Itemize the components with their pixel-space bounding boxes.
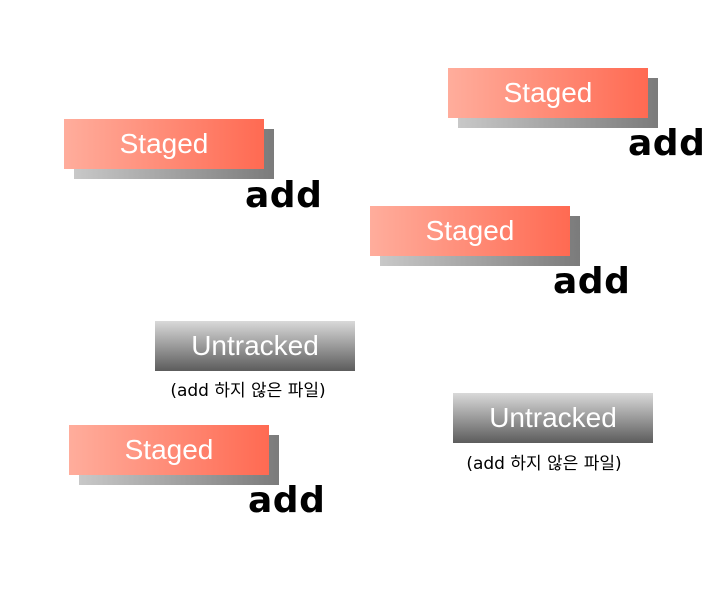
add-label: add (628, 123, 706, 164)
staged-label: Staged (503, 77, 593, 108)
staged-label: Staged (124, 434, 214, 465)
staged-node: Staged (64, 119, 274, 179)
staged-node: Staged (370, 206, 580, 266)
staged-node: Staged (69, 425, 279, 485)
staged-node: Staged (448, 68, 658, 128)
staged-box: Staged (69, 425, 269, 475)
untracked-node: Untracked (453, 393, 653, 443)
staged-box: Staged (64, 119, 264, 169)
untracked-note: (add 하지 않은 파일) (170, 381, 326, 401)
staged-box: Staged (370, 206, 570, 256)
add-label: add (553, 261, 631, 302)
staged-label: Staged (425, 215, 515, 246)
untracked-node: Untracked (155, 321, 355, 371)
staged-label: Staged (119, 128, 209, 159)
untracked-label: Untracked (191, 330, 319, 361)
add-label: add (245, 175, 323, 216)
untracked-label: Untracked (489, 402, 617, 433)
untracked-box: Untracked (453, 393, 653, 443)
staged-box: Staged (448, 68, 648, 118)
untracked-box: Untracked (155, 321, 355, 371)
untracked-note: (add 하지 않은 파일) (466, 454, 622, 474)
add-label: add (248, 480, 326, 521)
